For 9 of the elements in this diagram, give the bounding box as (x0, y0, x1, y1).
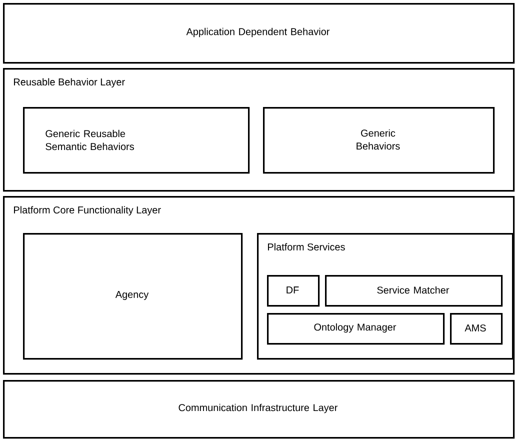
component-box: Generic Reusable Semantic Behaviors (23, 107, 250, 174)
component-box: Agency (23, 232, 243, 360)
layer-box: Communication Infrastructure Layer (3, 380, 515, 439)
layer-box: Application Dependent Behavior (3, 3, 515, 64)
component-box: Generic Behaviors (263, 107, 495, 174)
service-box: Service Matcher (325, 274, 503, 307)
service-box: AMS (450, 312, 503, 345)
service-box: DF (267, 274, 320, 307)
service-box: Ontology Manager (267, 312, 445, 345)
